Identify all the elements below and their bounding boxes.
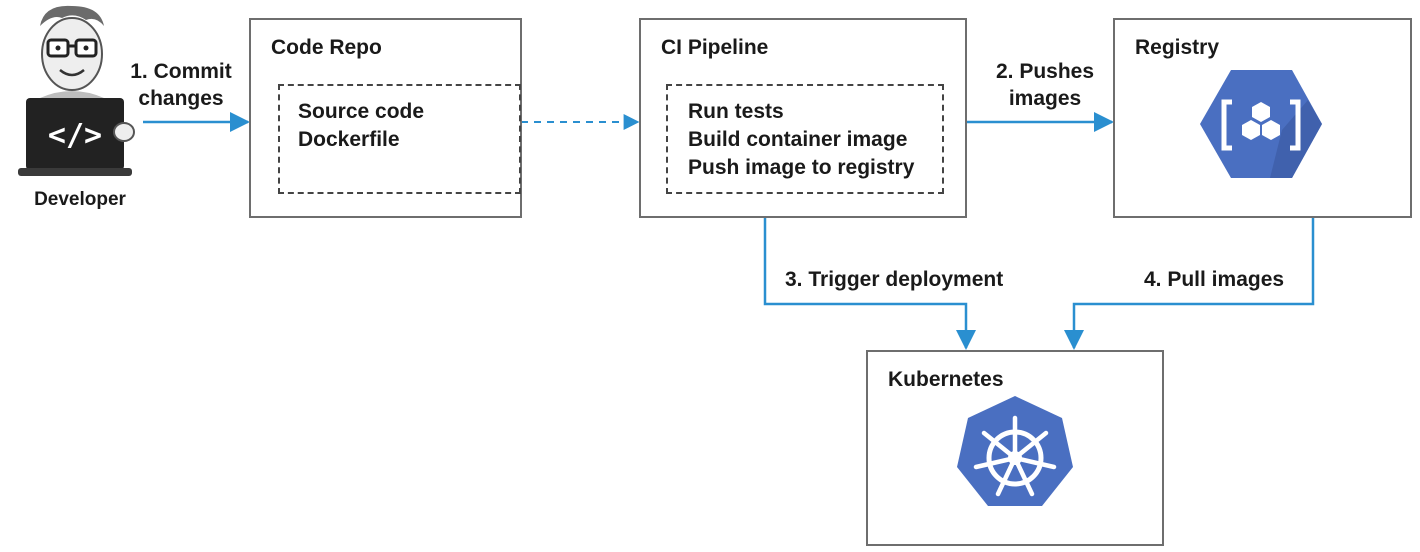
- arrow-trigger-deployment: [763, 218, 976, 350]
- container-registry-icon: [1200, 70, 1322, 178]
- svg-text:</>: </>: [48, 118, 102, 153]
- ci-pipeline-item: Push image to registry: [688, 156, 915, 179]
- kubernetes-node: Kubernetes: [866, 350, 1164, 546]
- edge-label-trigger: 3. Trigger deployment: [785, 268, 1004, 291]
- arrow-pull-images: [1064, 218, 1315, 350]
- edge-label-commit: 1. Commit changes: [120, 58, 242, 112]
- developer-avatar-icon: </>: [18, 5, 135, 176]
- code-repo-item: Dockerfile: [298, 128, 400, 151]
- developer-label: Developer: [34, 189, 126, 210]
- code-repo-contents: Source code Dockerfile: [278, 84, 521, 194]
- ci-pipeline-item: Run tests: [688, 100, 784, 123]
- edge-label-push: 2. Pushes images: [984, 58, 1106, 112]
- edge-label-commit-line1: 1. Commit: [130, 60, 232, 83]
- code-repo-title: Code Repo: [271, 36, 382, 59]
- ci-pipeline-item: Build container image: [688, 128, 908, 151]
- kubernetes-helm-icon: [957, 396, 1073, 506]
- code-repo-node: Code Repo Source code Dockerfile: [249, 18, 522, 218]
- edge-label-pull: 4. Pull images: [1144, 268, 1285, 291]
- ci-pipeline-contents: Run tests Build container image Push ima…: [666, 84, 944, 194]
- ci-pipeline-node: CI Pipeline Run tests Build container im…: [639, 18, 967, 218]
- code-repo-item: Source code: [298, 100, 425, 123]
- edge-label-push-line2: images: [1008, 87, 1082, 110]
- ci-pipeline-title: CI Pipeline: [661, 36, 769, 59]
- kubernetes-title: Kubernetes: [888, 368, 1004, 391]
- edge-label-push-line1: 2. Pushes: [995, 60, 1095, 83]
- registry-node: Registry: [1113, 18, 1412, 218]
- registry-title: Registry: [1135, 36, 1220, 59]
- edge-label-commit-line2: changes: [138, 87, 224, 110]
